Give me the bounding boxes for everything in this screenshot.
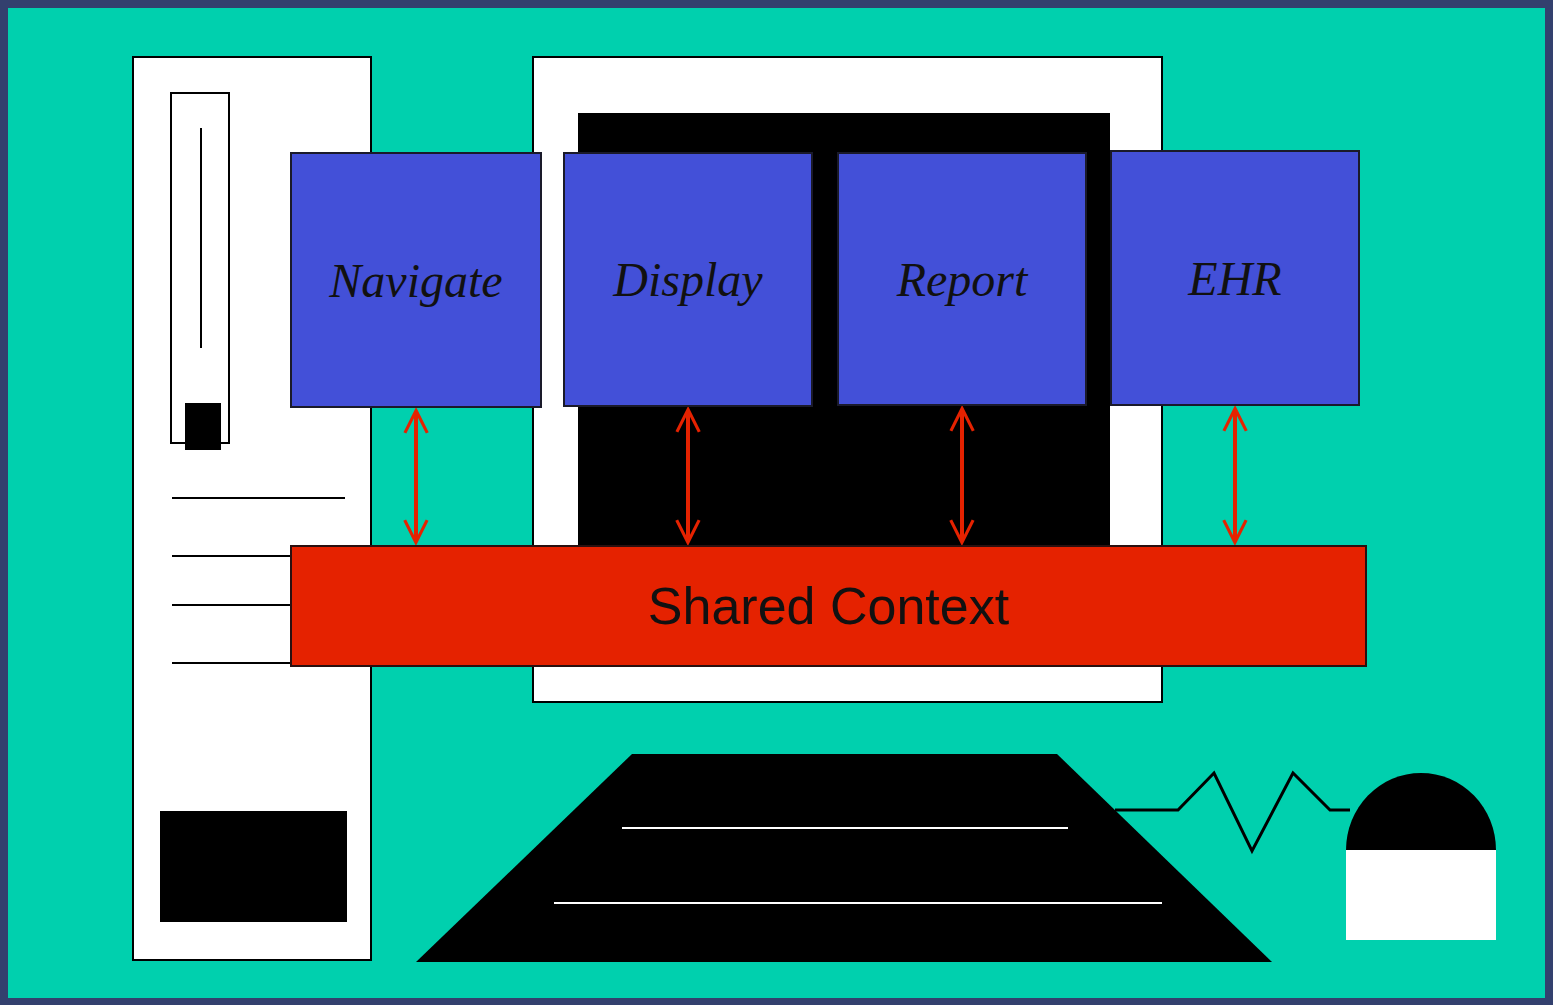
double-arrow (1233, 410, 1237, 541)
node-label: EHR (1188, 251, 1281, 306)
double-arrow (960, 410, 964, 541)
double-arrow (414, 412, 418, 541)
node-label: Report (897, 252, 1028, 307)
node-label: Navigate (329, 253, 502, 308)
process-box: EHR (1110, 150, 1360, 406)
node-label: Shared Context (648, 576, 1009, 636)
double-arrow (686, 411, 690, 541)
process-box: Navigate (290, 152, 542, 408)
context-band: Shared Context (290, 545, 1367, 667)
process-box: Report (837, 152, 1087, 406)
node-label: Display (613, 252, 762, 307)
process-box: Display (563, 152, 813, 407)
